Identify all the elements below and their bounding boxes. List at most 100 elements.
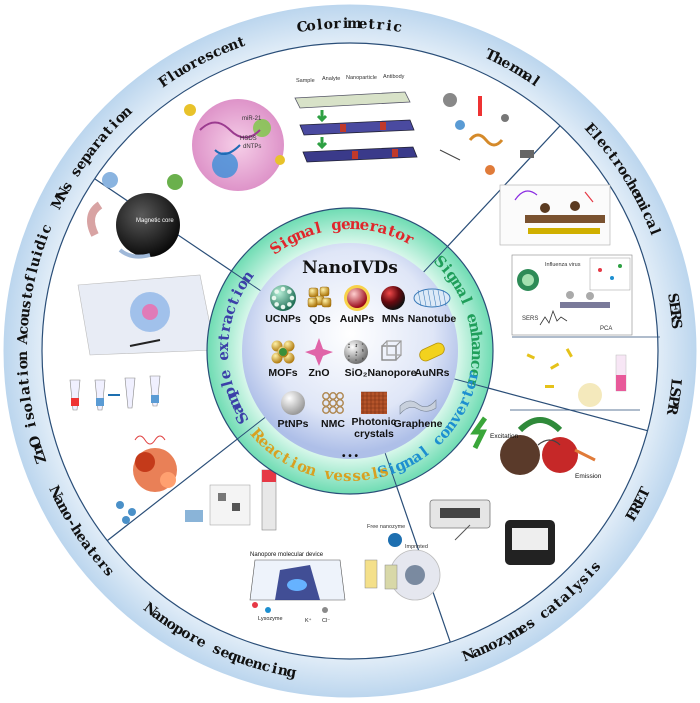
inner-ring-label-1-char: h xyxy=(467,330,486,343)
material-label: Nanotube xyxy=(408,313,457,325)
outer-ring-label-4-char: S xyxy=(666,386,683,398)
outer-ring-label-0-char: r xyxy=(376,17,385,34)
nanopore-text-3: K⁺ xyxy=(305,617,312,624)
material-label: SiO₂ xyxy=(345,367,368,379)
outer-ring-label-0-char: t xyxy=(368,17,376,33)
platinum-nanoparticle-icon xyxy=(281,391,305,415)
outer-ring-label-2-char: m xyxy=(630,190,651,211)
outer-ring-label-9-char: i xyxy=(23,420,40,429)
material-label: NMC xyxy=(321,418,345,430)
outer-ring-label-7-char: n xyxy=(276,662,289,680)
inner-ring-label-3-char: l xyxy=(370,464,379,483)
outer-ring-label-9-char: a xyxy=(17,385,34,396)
inner-ring-label-0-char: n xyxy=(349,215,361,233)
nanopore-text-2: Lysozyme xyxy=(258,616,283,622)
outer-ring-label-9-char: o xyxy=(19,402,36,414)
inner-ring-label-3-char: n xyxy=(303,460,319,481)
silica-sphere-icon xyxy=(344,340,368,364)
outer-ring-label-10-char: c xyxy=(15,326,32,336)
fluorescent-text-3: dNTPs xyxy=(243,144,261,150)
material-label: AuNRs xyxy=(414,367,449,379)
inner-ring-label-4-char: m xyxy=(222,390,245,412)
gold-nanorod-icon xyxy=(419,342,445,362)
outer-ring-label-9-char: l xyxy=(18,395,35,403)
outer-ring-label-3-char: R xyxy=(666,309,683,323)
nanopore-text-4: Cl⁻ xyxy=(322,618,330,624)
sector-divider xyxy=(106,438,238,542)
center-title: NanoIVDs xyxy=(302,258,398,278)
outer-ring-label-10-char: u xyxy=(17,307,34,319)
sers-text-2: SERS xyxy=(522,316,538,322)
outer-ring-label-0-char: o xyxy=(323,16,333,33)
outer-ring-label-10-char: t xyxy=(19,291,36,301)
inner-ring-label-4-char: x xyxy=(214,341,232,352)
gold-nanoparticle-icon xyxy=(344,285,370,311)
outer-ring-label-2-char: l xyxy=(646,227,663,238)
inner-divider xyxy=(384,452,398,487)
outer-ring-label-9-char: o xyxy=(15,360,31,370)
zno-isolation-illustration xyxy=(69,375,161,411)
inner-divider xyxy=(231,270,261,292)
material-label: crystals xyxy=(354,428,394,440)
outer-ring-label-0-char: m xyxy=(347,16,362,32)
sers-text-3: PCA xyxy=(600,326,612,332)
inner-ring-label-2-char: e xyxy=(460,377,480,391)
outer-ring-label-3-char: S xyxy=(664,292,681,305)
inner-ring-label-0-char: g xyxy=(330,215,343,234)
inner-ring-label-0-char: e xyxy=(359,215,371,234)
outer-ring-label-10-char: A xyxy=(15,332,31,346)
inner-ring-label-4-char: e xyxy=(214,351,232,361)
outer-ring-label-0-char: i xyxy=(385,18,392,35)
outer-ring-label-7-char: i xyxy=(270,661,279,678)
outer-ring-label-3-char: S xyxy=(668,318,685,329)
fluorescent-text-1: miR-21 xyxy=(242,116,262,122)
outer-ring-label-0-char: e xyxy=(358,16,368,32)
electrochemical-illustration xyxy=(499,184,611,246)
inner-ring-label-3-char: e xyxy=(360,465,372,484)
outer-ring-label-10-char: u xyxy=(26,255,44,269)
outer-ring-label-2-char: i xyxy=(636,202,653,214)
colorimetric-illustration: Sample Analyte Nanoparticle Antibody xyxy=(294,74,418,163)
material-label: AuNPs xyxy=(340,313,375,325)
inner-ring-label-0-char: l xyxy=(313,219,323,238)
material-label: PtNPs xyxy=(278,418,309,430)
fluorescent-illustration: miR-21 HSDS dNTPs xyxy=(184,99,285,191)
outer-ring-label-9-char: n xyxy=(15,351,31,361)
colorimetric-text-3: Nanoparticle xyxy=(346,75,377,81)
material-label: ZnO xyxy=(309,367,330,379)
fret-illustration: Excitation Emission xyxy=(470,416,602,480)
inner-ring-label-1-char: n xyxy=(465,320,485,334)
thermal-illustration xyxy=(439,93,534,175)
inner-ring-label-2-char: i xyxy=(386,459,398,478)
ucnp-sphere-icon xyxy=(270,285,296,311)
outer-ring-label-0-char: l xyxy=(316,17,323,33)
inner-ring-label-4-char: l xyxy=(218,378,237,388)
inner-ring-label-1-char: c xyxy=(467,359,486,370)
material-label: UCNPs xyxy=(265,313,301,325)
inner-divider xyxy=(237,417,266,440)
colorimetric-text-2: Analyte xyxy=(322,76,340,82)
outer-ring-label-9-char: n xyxy=(29,443,47,458)
colorimetric-text-1: Sample xyxy=(296,78,315,84)
outer-ring-label-3: SERS xyxy=(664,292,684,330)
inner-ring-label-3-char: s xyxy=(343,467,352,485)
inner-ring-label-3-char: e xyxy=(333,466,344,485)
nanozyme-text-2: Imprinted xyxy=(405,544,428,550)
outer-ring-label-9-char: i xyxy=(16,370,32,376)
outer-ring-label-7-char: n xyxy=(251,656,265,674)
nanopore-text-1: Nanopore molecular device xyxy=(250,552,324,558)
outer-ring-label-7-char: c xyxy=(260,658,272,676)
